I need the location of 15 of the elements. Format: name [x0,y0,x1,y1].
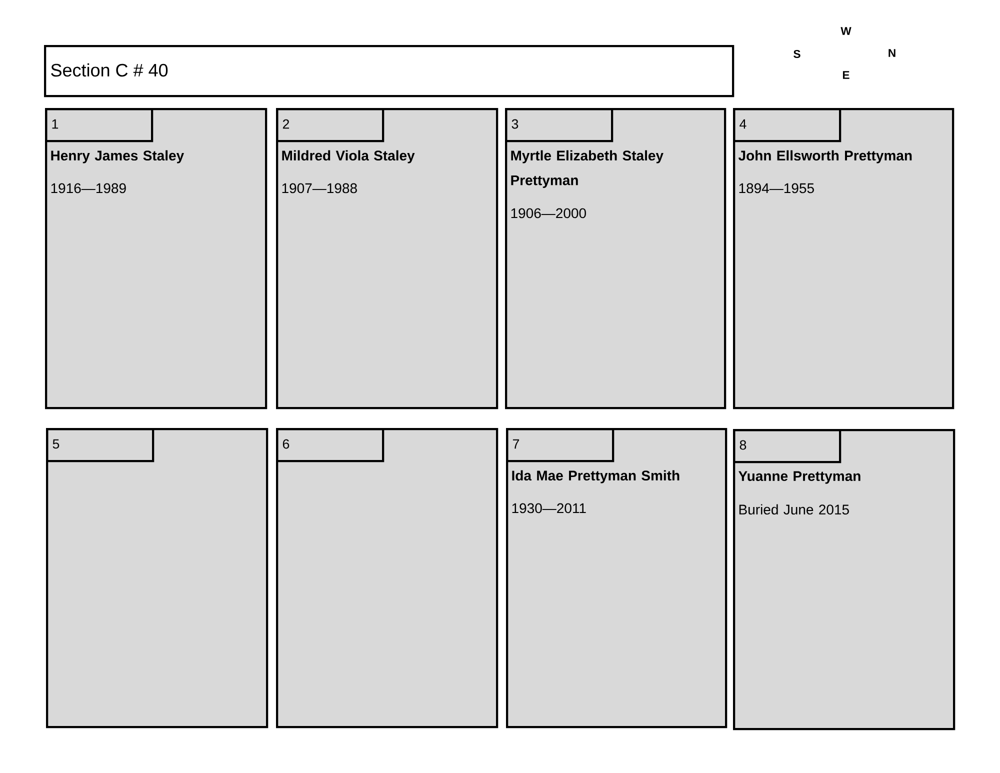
number-tab: 4 [733,108,842,142]
number-tab: 7 [506,428,614,462]
compass-letter: S [794,50,800,58]
compass-letter: N [888,49,896,57]
title-box: Section C # 40 [44,45,734,98]
number-tab: 6 [276,428,384,462]
number-tab: 8 [733,429,842,464]
compass-letter: W [840,27,852,35]
number-tab: 1 [45,108,154,142]
grave-plot [46,428,268,728]
number-tab: 3 [505,108,614,142]
grave-plot [276,428,498,728]
compass-letter: E [842,71,850,79]
number-tab: 2 [276,108,384,142]
number-tab: 5 [46,428,154,462]
